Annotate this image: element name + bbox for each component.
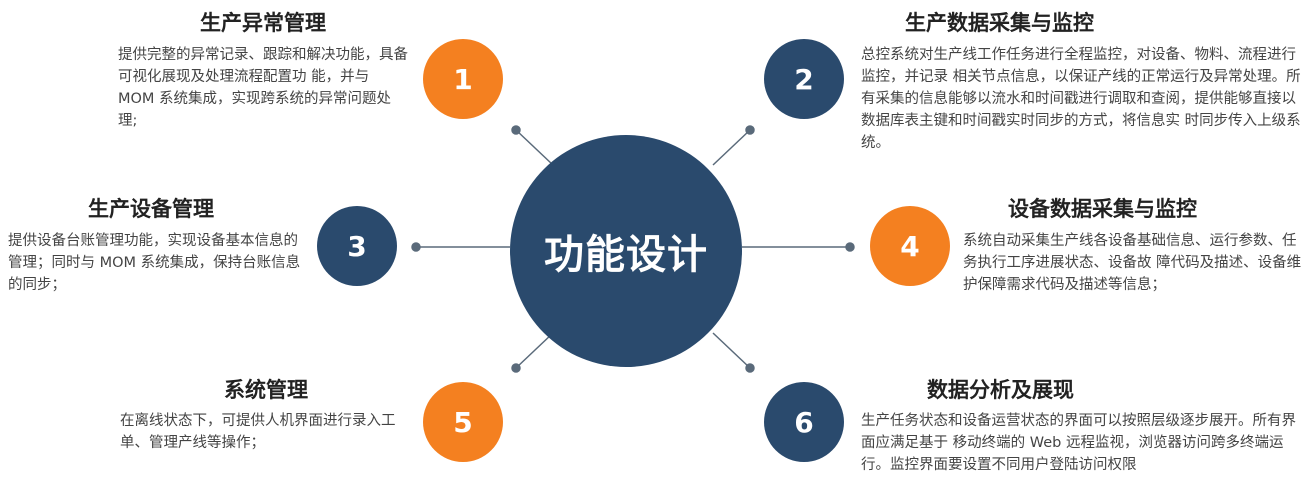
connector-dot-5 <box>511 363 521 373</box>
item-2-title: 生产数据采集与监控 <box>905 11 1094 35</box>
item-3-badge: 3 <box>317 206 397 286</box>
item-6-description: 生产任务状态和设备运营状态的界面可以按照层级逐步展开。所有界面应满足基于 移动终… <box>861 413 1296 473</box>
item-5-number: 5 <box>453 405 473 439</box>
item-3-description: 提供设备台账管理功能，实现设备基本信息的管理；同时与 MOM 系统集成，保持台账… <box>8 233 301 293</box>
item-4-badge: 4 <box>870 206 950 286</box>
connector-dot-3 <box>411 242 421 252</box>
item-5-description: 在离线状态下，可提供人机界面进行录入工单、管理产线等操作； <box>120 413 396 451</box>
item-6-number: 6 <box>794 405 814 439</box>
connector-2 <box>712 129 751 166</box>
item-4-title: 设备数据采集与监控 <box>1008 197 1197 221</box>
connector-dot-1 <box>511 125 521 135</box>
item-1-description: 提供完整的异常记录、跟踪和解决功能，具备可视化展现及处理流程配置功 能，并与 M… <box>118 47 408 129</box>
item-2-number: 2 <box>794 62 814 96</box>
item-2-badge: 2 <box>764 39 844 119</box>
item-1-number: 1 <box>453 62 473 96</box>
item-2-description: 总控系统对生产线工作任务进行全程监控，对设备、物料、流程进行监控，并记录 相关节… <box>861 47 1301 151</box>
item-6-badge: 6 <box>764 382 844 462</box>
connector-dot-2 <box>745 125 755 135</box>
item-4-number: 4 <box>900 229 920 263</box>
center-label: 功能设计 <box>544 232 708 278</box>
item-1-title: 生产异常管理 <box>200 11 326 35</box>
connector-dot-6 <box>745 363 755 373</box>
item-5-badge: 5 <box>423 382 503 462</box>
item-6-title: 数据分析及展现 <box>927 378 1074 402</box>
connector-5 <box>515 332 554 369</box>
item-5-title: 系统管理 <box>224 378 308 402</box>
connector-dot-4 <box>845 242 855 252</box>
connector-6 <box>712 332 751 369</box>
item-3-number: 3 <box>347 229 367 263</box>
item-3-title: 生产设备管理 <box>88 197 214 221</box>
item-4-description: 系统自动采集生产线各设备基础信息、运行参数、任务执行工序进展状态、设备故 障代码… <box>963 233 1302 293</box>
center-circle: 功能设计 <box>510 135 742 367</box>
connector-1 <box>515 129 554 166</box>
item-1-badge: 1 <box>423 39 503 119</box>
